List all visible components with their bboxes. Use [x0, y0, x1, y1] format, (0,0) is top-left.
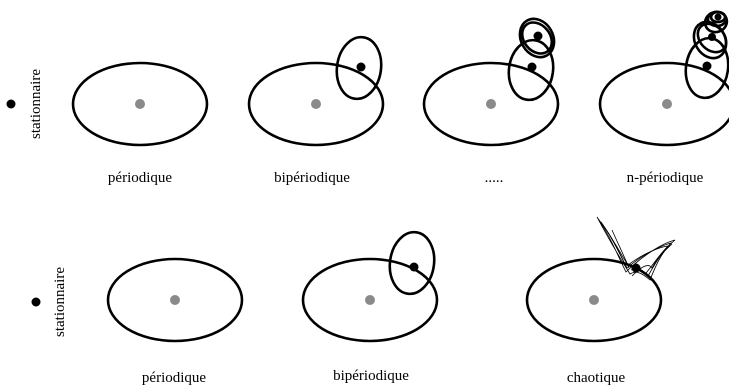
- biperiodic-attractor: [301, 230, 439, 343]
- side-label-stationnaire: stationnaire: [52, 267, 68, 337]
- chaotic-attractor: [525, 216, 676, 343]
- periodic-attractor: [106, 257, 244, 343]
- label-biperiodique: bipériodique: [333, 368, 409, 384]
- triperiodic-attractor: [422, 17, 560, 147]
- stationary-point: [31, 297, 41, 307]
- stationary-point: [6, 99, 16, 109]
- label-periodique: périodique: [142, 370, 206, 386]
- label-ellipsis: .....: [485, 170, 504, 186]
- row-1: stationnaire périodique bipériodique ...…: [6, 10, 729, 186]
- row-2: stationnaire périodique bipériodique cha…: [31, 216, 676, 386]
- periodic-attractor: [71, 61, 209, 147]
- biperiodic-attractor: [247, 35, 385, 147]
- side-label-stationnaire: stationnaire: [28, 69, 44, 139]
- n-periodic-attractor: [598, 10, 729, 147]
- label-chaotique: chaotique: [567, 370, 626, 386]
- label-periodique: périodique: [108, 170, 172, 186]
- label-n-periodique: n-périodique: [627, 170, 704, 186]
- label-biperiodique: bipériodique: [274, 170, 350, 186]
